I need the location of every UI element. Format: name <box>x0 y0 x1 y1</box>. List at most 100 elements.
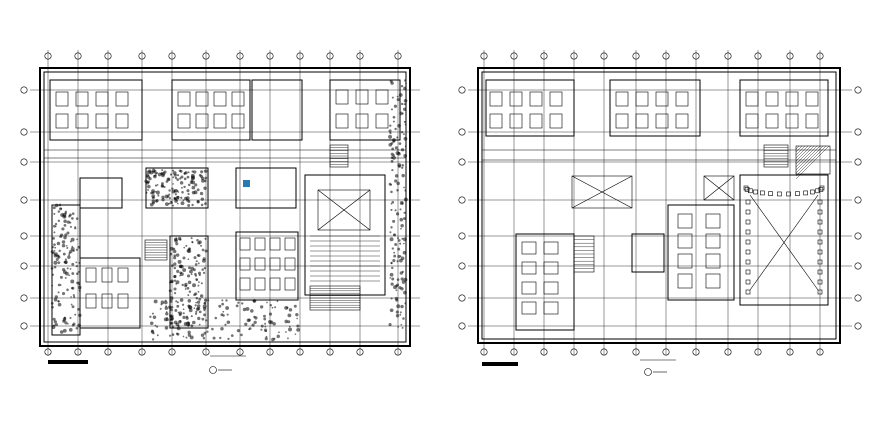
planting-dot <box>175 300 178 303</box>
planting-dot <box>172 169 175 172</box>
hatch-right <box>795 145 830 180</box>
planting-dot <box>389 277 392 279</box>
planting-dot <box>390 261 393 265</box>
planting-dot <box>196 300 201 304</box>
planting-dot <box>189 335 194 340</box>
planting-dot <box>61 243 66 248</box>
seat <box>753 189 758 195</box>
desk-group-left-5 <box>239 237 296 291</box>
planting-dot <box>390 159 394 163</box>
planting-dot <box>390 190 393 194</box>
grid-bubble <box>20 158 28 166</box>
desk <box>355 113 369 129</box>
planting-dot <box>401 237 404 240</box>
desk <box>543 301 559 315</box>
hatch-line <box>795 145 821 171</box>
planting-dot <box>149 315 152 318</box>
planting-dot <box>66 231 70 235</box>
planting-dot <box>179 238 182 241</box>
planting-dot <box>187 298 192 303</box>
grid-bubble <box>20 262 28 270</box>
planting-dot <box>193 170 197 174</box>
planting-dot <box>397 326 399 328</box>
planting-dot <box>265 335 268 338</box>
planting-dot <box>393 251 396 254</box>
inner-wall-right <box>481 71 837 340</box>
planting-dot <box>400 277 404 281</box>
desk <box>101 267 113 283</box>
planting-dot <box>195 279 198 281</box>
planting-dot <box>175 237 178 240</box>
planting-dot <box>186 189 190 193</box>
planting-dot <box>389 124 392 127</box>
hatch-line <box>795 145 818 168</box>
planting-dot <box>293 304 297 308</box>
planting-dot <box>64 233 68 237</box>
planting-dot <box>53 260 58 265</box>
planting-dot <box>54 323 59 327</box>
planting-dot <box>396 98 400 102</box>
desk <box>85 293 97 309</box>
planting-dot <box>203 331 207 335</box>
stair-right-1 <box>763 144 789 168</box>
planting-dot <box>295 313 299 317</box>
accent-fixture-left <box>243 180 250 187</box>
planting-dot <box>396 181 400 186</box>
planting-dot <box>200 282 203 285</box>
planting-dot <box>396 136 399 139</box>
planting-dot <box>400 323 403 326</box>
planting-dot <box>221 302 225 306</box>
planting-dot <box>272 322 276 326</box>
planting-dot <box>173 266 177 270</box>
desk <box>85 267 97 283</box>
planting-dot <box>286 306 289 309</box>
planting-dot <box>176 178 180 181</box>
planting-dot <box>168 193 171 196</box>
planting-dot <box>170 201 173 203</box>
planting-dot <box>157 194 160 197</box>
planting-dot <box>390 156 394 159</box>
planting-dot <box>403 133 405 136</box>
planting-dot <box>57 261 61 265</box>
grid-bubble <box>458 322 466 330</box>
planting-dot <box>63 223 67 227</box>
desk <box>284 237 296 251</box>
planting-dot <box>397 247 401 251</box>
planting-dot <box>198 281 200 284</box>
planting-dot <box>396 188 399 192</box>
hatch-line <box>795 145 812 162</box>
seat <box>815 188 820 194</box>
planting-dot <box>395 298 399 302</box>
planting-dot <box>403 98 408 103</box>
planting-dot <box>391 147 395 151</box>
seat <box>745 259 751 265</box>
planting-dot <box>226 320 231 325</box>
hatch-line <box>795 145 809 159</box>
planting-dot <box>225 306 230 310</box>
planting-dot <box>390 297 393 300</box>
planting-dot <box>395 151 400 155</box>
planting-dot <box>397 254 401 259</box>
desk-group-right-3 <box>745 91 819 129</box>
planting-dot <box>59 275 63 279</box>
stair-right-2 <box>573 235 595 273</box>
desk <box>284 257 296 271</box>
planting-dot <box>194 274 198 277</box>
planting-dot <box>403 120 406 123</box>
planting-dot <box>54 246 57 249</box>
planting-dot <box>194 263 198 266</box>
desk <box>615 91 629 107</box>
library-right <box>515 233 575 331</box>
planting-dot <box>50 266 54 270</box>
desk <box>239 237 251 251</box>
planting-dot <box>191 170 194 173</box>
planting-dot <box>200 170 204 174</box>
planting-dot <box>396 260 399 263</box>
planting-dot <box>195 310 198 313</box>
planting-dot <box>179 271 183 275</box>
planting-dot <box>174 193 177 196</box>
planting-dot <box>398 286 402 290</box>
planting-dot <box>173 274 177 279</box>
planting-dot <box>173 256 177 260</box>
planting-dot <box>403 86 407 91</box>
